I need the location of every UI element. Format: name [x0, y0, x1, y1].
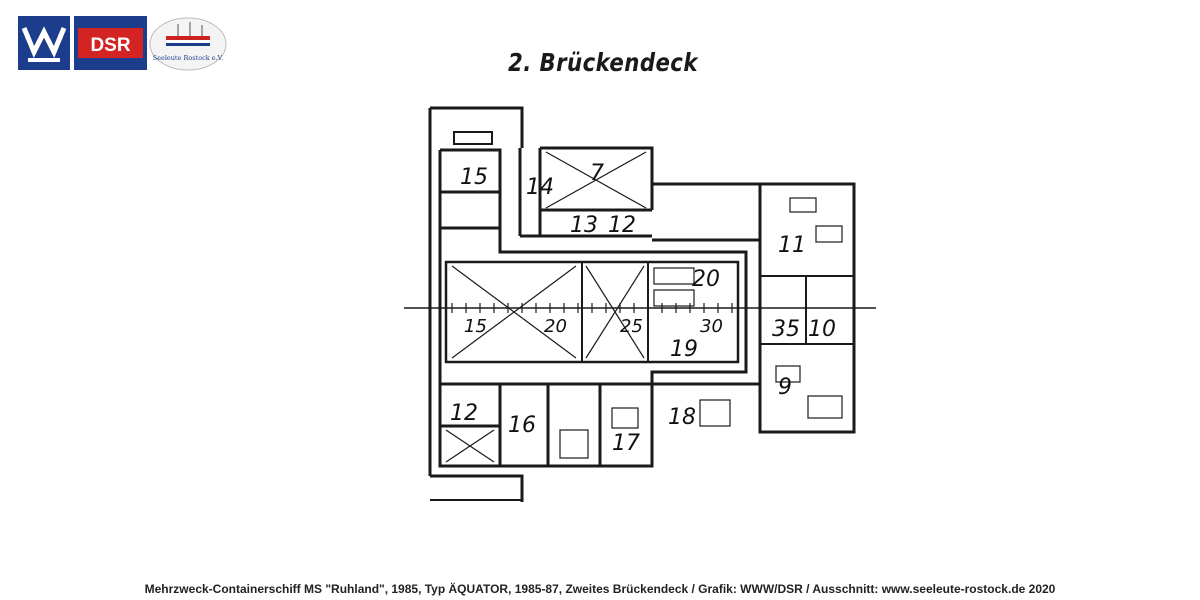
room-label: 14 — [526, 175, 554, 200]
frame-labels: 15 20 25 30 — [464, 316, 723, 337]
seeleute-badge-text: Seeleute Rostock e.V. — [153, 54, 224, 62]
frame-label: 15 — [464, 316, 487, 337]
wwd-logo — [18, 16, 70, 70]
room-label: 35 — [772, 317, 800, 342]
room-label: 12 — [608, 213, 636, 238]
plan-title: 2. Brückendeck — [508, 48, 698, 77]
room-label: 12 — [450, 401, 478, 426]
room-label: 13 — [570, 213, 598, 238]
frame-label: 25 — [620, 316, 643, 337]
room-label: 7 — [590, 161, 604, 186]
room-labels: 15 14 7 13 12 11 20 35 10 19 9 12 16 17 … — [450, 161, 836, 456]
seeleute-rostock-badge: Seeleute Rostock e.V. — [149, 17, 227, 71]
dsr-logo: DSR — [74, 16, 147, 70]
room-label: 11 — [778, 233, 806, 258]
room-label: 17 — [612, 431, 640, 456]
room-label: 16 — [508, 413, 536, 438]
plan-details — [445, 131, 843, 463]
room-label: 19 — [670, 337, 698, 362]
logo-group: DSR Seeleute Rostock e.V. — [18, 16, 227, 71]
room-label: 18 — [668, 405, 696, 430]
image-caption: Mehrzweck-Containerschiff MS "Ruhland", … — [144, 582, 1056, 596]
room-label: 9 — [778, 375, 792, 400]
dsr-logo-text: DSR — [90, 35, 130, 56]
frame-label: 30 — [700, 316, 723, 337]
room-label: 20 — [692, 267, 720, 292]
frame-ticks — [451, 303, 733, 313]
room-label: 10 — [808, 317, 836, 342]
room-label: 15 — [460, 165, 488, 190]
frame-label: 20 — [544, 316, 567, 337]
